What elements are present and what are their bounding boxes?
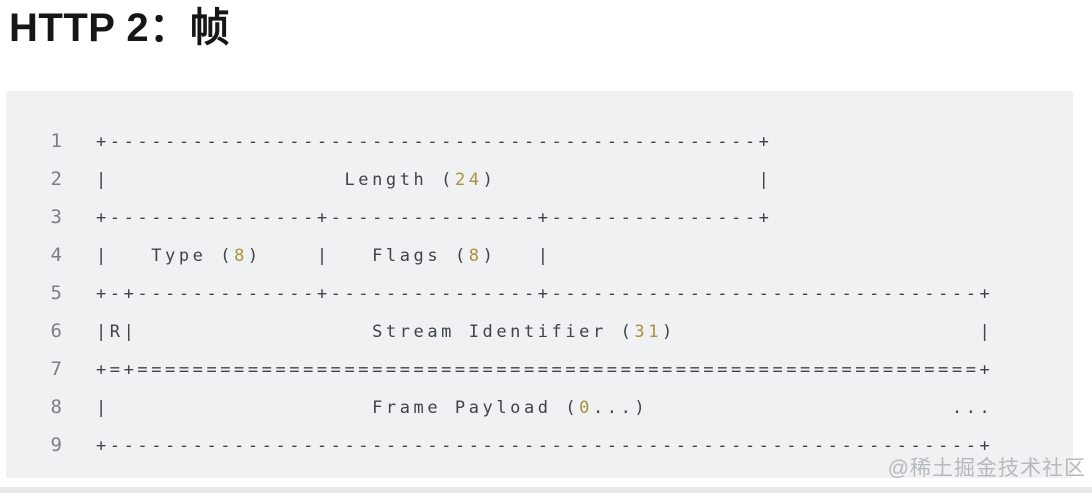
line-number: 5	[50, 282, 62, 304]
code-lines: 1 +--------------------------------------…	[6, 91, 1073, 464]
code-text: +-+-------------+---------------+-------…	[96, 275, 993, 313]
page-title: HTTP 2：帧	[9, 6, 231, 50]
code-line: 6 |R| Stream Identifier (31) |	[6, 312, 1073, 350]
code-text: | Frame Payload (0...) ...	[96, 389, 993, 427]
line-number: 6	[50, 320, 62, 342]
line-number: 9	[50, 434, 62, 456]
code-plain-token: ) |	[482, 170, 773, 190]
code-text: +=+=====================================…	[96, 351, 993, 389]
code-plain-token: | Frame Payload (	[96, 398, 580, 418]
code-line: 2 | Length (24) |	[6, 160, 1073, 198]
watermark: @稀土掘金技术社区	[887, 457, 1086, 480]
code-block: 1 +--------------------------------------…	[6, 91, 1073, 478]
bottom-edge-strip	[0, 487, 1092, 493]
code-text: +---------------------------------------…	[96, 123, 772, 161]
line-number: 8	[50, 396, 62, 418]
code-plain-token: |R| Stream Identifier (	[96, 322, 635, 342]
code-plain-token: +---------------+---------------+-------…	[96, 208, 773, 228]
code-plain-token: +=+=====================================…	[96, 360, 994, 380]
code-line: 3 +---------------+---------------+------…	[6, 198, 1073, 236]
code-plain-token: +---------------------------------------…	[96, 436, 994, 456]
code-plain-token: ...) ...	[592, 398, 994, 418]
code-number-token: 0	[579, 398, 593, 418]
code-line: 8 | Frame Payload (0...) ...	[6, 388, 1073, 426]
code-plain-token: | Length (	[96, 170, 455, 190]
code-line: 9 +--------------------------------------…	[6, 426, 1073, 464]
code-plain-token: ) |	[482, 246, 552, 266]
code-plain-token: | Type (	[96, 246, 235, 266]
code-number-token: 24	[454, 170, 483, 190]
code-plain-token: +---------------------------------------…	[96, 132, 773, 152]
line-number: 4	[50, 244, 62, 266]
line-number: 3	[50, 206, 62, 228]
code-text: | Length (24) |	[96, 161, 772, 199]
code-plain-token: +-+-------------+---------------+-------…	[96, 284, 994, 304]
code-text: |R| Stream Identifier (31) |	[96, 313, 993, 351]
line-number: 2	[50, 168, 62, 190]
code-text: | Type (8) | Flags (8) |	[96, 237, 552, 275]
code-number-token: 8	[234, 246, 248, 266]
code-line: 1 +--------------------------------------…	[6, 122, 1073, 160]
code-plain-token: ) |	[662, 322, 994, 342]
code-text: +---------------------------------------…	[96, 427, 993, 465]
line-number: 1	[50, 130, 62, 152]
code-text: +---------------+---------------+-------…	[96, 199, 772, 237]
code-plain-token: ) | Flags (	[247, 246, 469, 266]
line-number: 7	[50, 358, 62, 380]
code-number-token: 8	[468, 246, 483, 266]
code-line: 7 +=+====================================…	[6, 350, 1073, 388]
code-line: 4| Type (8) | Flags (8) |	[6, 236, 1073, 274]
code-line: 5 +-+-------------+---------------+------…	[6, 274, 1073, 312]
code-number-token: 31	[634, 322, 663, 342]
